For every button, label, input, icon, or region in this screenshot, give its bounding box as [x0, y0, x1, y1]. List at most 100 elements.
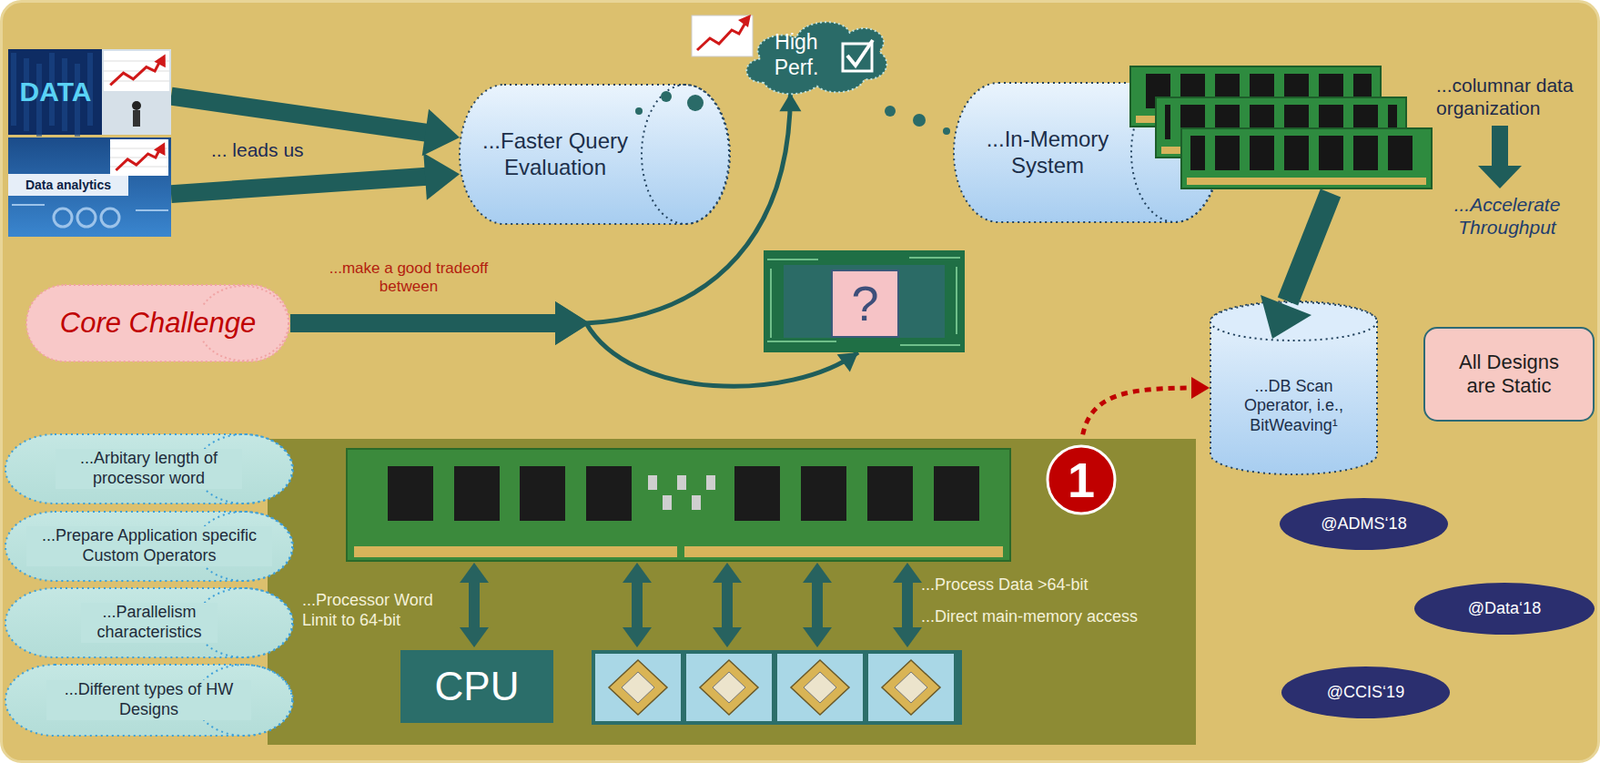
- bus-arrow-shaft: [721, 580, 733, 629]
- ram-notch: [677, 546, 685, 558]
- text-area: ?: [831, 270, 899, 337]
- analytics-image: Data analytics: [8, 137, 172, 237]
- ram-board: [1181, 128, 1432, 189]
- chart-arrow-head: [738, 14, 751, 28]
- text: ...Direct main-memory access: [921, 607, 1138, 628]
- text-area: ...Process Data >64-bit: [921, 573, 1167, 598]
- text: ...In-Memory System: [966, 126, 1129, 180]
- thought-dot: [635, 107, 643, 115]
- text: High Perf.: [759, 30, 833, 81]
- arrow-head: [622, 562, 652, 583]
- core-tile: [868, 653, 954, 721]
- cloud-shape: [746, 21, 887, 94]
- memory-chip: [519, 465, 566, 521]
- connector: [1081, 376, 1210, 446]
- text-area: ...Faster Query Evaluation: [472, 92, 638, 216]
- panel-ground: [267, 438, 1196, 745]
- venue-ellipse: [1279, 497, 1449, 550]
- cylinder-body: [5, 434, 294, 504]
- text: @CCIS‘19: [1326, 682, 1405, 703]
- text-area: High Perf.: [759, 20, 833, 91]
- text: ...make a good tradeoff between: [316, 259, 501, 297]
- text-area: ... leads us: [211, 136, 348, 164]
- circuit-line: [135, 209, 169, 212]
- ram-board: [346, 448, 1011, 561]
- text-area: ...Direct main-memory access: [921, 605, 1167, 629]
- arrow-head: [712, 562, 742, 583]
- venue-badge: @ADMS‘18: [1278, 496, 1449, 551]
- text: DATA: [20, 75, 92, 109]
- ram-contacts: [354, 546, 1003, 557]
- core-tile: [595, 653, 681, 721]
- label-holder: ...make a good tradeoff between: [316, 254, 501, 301]
- gear-icon: [77, 208, 96, 227]
- question-square: [831, 270, 899, 337]
- cylinder-body: [1210, 301, 1378, 475]
- text-area: ...In-Memory System: [966, 91, 1129, 214]
- arrow-head: [1478, 165, 1522, 189]
- text-area: @ADMS‘18: [1278, 496, 1449, 551]
- unknown-board: ?: [763, 250, 965, 353]
- text-area: ...DB Scan Operator, i.e., BitWeaving¹: [1235, 346, 1353, 466]
- venue-ellipse: [1281, 666, 1450, 719]
- check-mark: [847, 40, 873, 66]
- ram-component: [691, 495, 701, 510]
- text-area: ...Processor Word Limit to 64-bit: [302, 587, 456, 635]
- label-holder: ...Accelerate Throughput: [1430, 190, 1584, 242]
- analytics-image-ground: [8, 137, 172, 237]
- node-shape: [739, 11, 889, 99]
- chip-core: [712, 671, 746, 703]
- chart-frame: [110, 139, 169, 176]
- ram-component: [677, 475, 687, 490]
- text: ...Parallelism characteristics: [81, 602, 218, 642]
- text: ...Prepare Application specific Custom O…: [26, 526, 273, 566]
- text-area: Core Challenge: [38, 291, 278, 355]
- arrow-head: [1260, 294, 1312, 339]
- board-label-area: [783, 264, 945, 338]
- arrow-shaft: [171, 96, 427, 133]
- venue-badge: @Data‘18: [1413, 581, 1596, 636]
- ram-component: [662, 495, 672, 510]
- chip-icon: [881, 659, 941, 715]
- text-area: @CCIS‘19: [1280, 665, 1451, 719]
- arrow-shaft: [290, 313, 557, 333]
- chart-frame: [691, 15, 753, 57]
- scan-cylinder: ...DB Scan Operator, i.e., BitWeaving¹: [1209, 301, 1378, 475]
- text: ...columnar data organization: [1436, 73, 1597, 120]
- cylinder-body: [5, 511, 294, 581]
- chart-grid: [110, 157, 169, 159]
- text-area: ...Arbitary length of processor word: [55, 436, 243, 501]
- chip-icon: [699, 659, 759, 715]
- text: ... leads us: [211, 138, 304, 162]
- chart-frame: [103, 50, 170, 92]
- gear-icon: [53, 208, 72, 227]
- text: ...Arbitary length of processor word: [55, 448, 243, 488]
- ram-contacts: [1186, 177, 1427, 185]
- text-area: ...make a good tradeoff between: [316, 254, 501, 301]
- arrow-head: [555, 301, 590, 345]
- text: Data analytics: [25, 177, 112, 193]
- chart-line: [115, 148, 161, 171]
- text-area: All Designs are Static: [1449, 334, 1569, 415]
- feature-ellipse: ...Arbitary length of processor word: [5, 433, 294, 505]
- title-band: [8, 173, 129, 196]
- cpu-box: CPU: [400, 649, 554, 723]
- note-box: [1424, 327, 1594, 421]
- challenge-pill: Core Challenge: [25, 283, 291, 363]
- board-trace: [767, 258, 819, 261]
- arrow-shaft: [171, 176, 427, 194]
- arrow-head: [892, 562, 922, 583]
- venue-ellipse: [1414, 582, 1595, 635]
- arrow-shaft: [1287, 192, 1331, 302]
- arrow-head: [555, 301, 590, 345]
- cpu-box: [400, 649, 554, 723]
- memory-chip: [800, 465, 847, 521]
- text: ...Faster Query Evaluation: [472, 128, 638, 182]
- arrow-head: [712, 627, 742, 648]
- chart-line: [697, 22, 746, 51]
- ram-stack: [1130, 66, 1432, 189]
- arrow-head: [459, 562, 489, 583]
- growth-chart-icon: [691, 14, 753, 57]
- chip-icon: [608, 659, 668, 715]
